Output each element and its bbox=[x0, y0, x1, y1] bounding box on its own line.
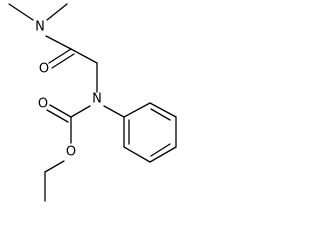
phenyl-ring bbox=[123, 102, 177, 163]
atom-n-amide: N bbox=[35, 20, 45, 35]
atom-o-amide: O bbox=[39, 62, 49, 77]
bond-n-carbonyl bbox=[45, 35, 72, 50]
atom-n-carbamate: N bbox=[92, 92, 102, 107]
chemical-structure: N O N O O bbox=[8, 3, 177, 202]
atom-o-ester: O bbox=[66, 145, 76, 160]
bond-n-phenyl bbox=[103, 105, 125, 118]
bond-carbamate-co-2 bbox=[46, 109, 69, 123]
bond-amide-co-2 bbox=[51, 53, 75, 69]
bond-methyl-left bbox=[8, 3, 34, 21]
atom-o-carbonyl: O bbox=[38, 97, 48, 112]
bond-n-carbamate-c bbox=[70, 105, 91, 118]
bond-o-ch2 bbox=[44, 160, 65, 173]
bond-amide-co-1 bbox=[48, 48, 72, 64]
bond-carbamate-co-1 bbox=[49, 104, 72, 118]
bond-carbonyl-ch2 bbox=[70, 48, 98, 64]
bond-methyl-right bbox=[46, 3, 68, 21]
